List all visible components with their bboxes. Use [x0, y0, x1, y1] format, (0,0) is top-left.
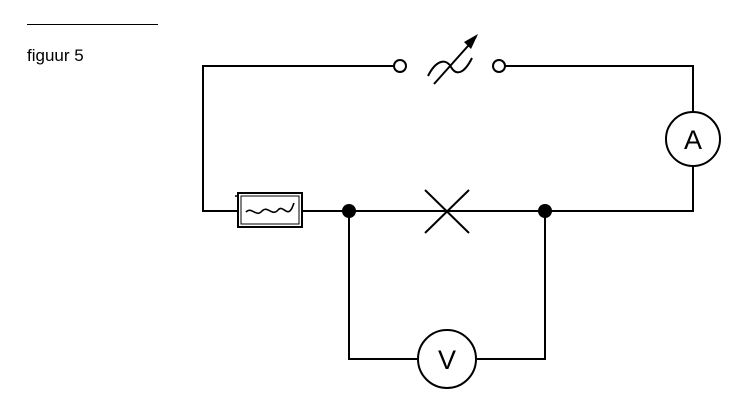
ammeter: A — [665, 111, 721, 167]
voltmeter: V — [417, 329, 477, 389]
terminal-right — [492, 59, 506, 73]
junction-right — [538, 204, 552, 218]
top-left-wire — [202, 65, 395, 212]
variable-resistor-symbol — [427, 34, 478, 85]
figure-caption: figuur 5 — [27, 46, 84, 65]
terminal-left — [393, 59, 407, 73]
voltmeter-label: V — [438, 345, 456, 375]
ammeter-label: A — [684, 125, 702, 155]
voltmeter-branch-wire — [348, 210, 546, 360]
right-wire — [544, 165, 694, 212]
hand-drawn-resistor-symbol — [235, 192, 303, 228]
caption-rule — [27, 24, 158, 25]
top-right-wire — [505, 65, 694, 113]
junction-left — [342, 204, 356, 218]
lamp-cross-symbol — [424, 189, 470, 234]
